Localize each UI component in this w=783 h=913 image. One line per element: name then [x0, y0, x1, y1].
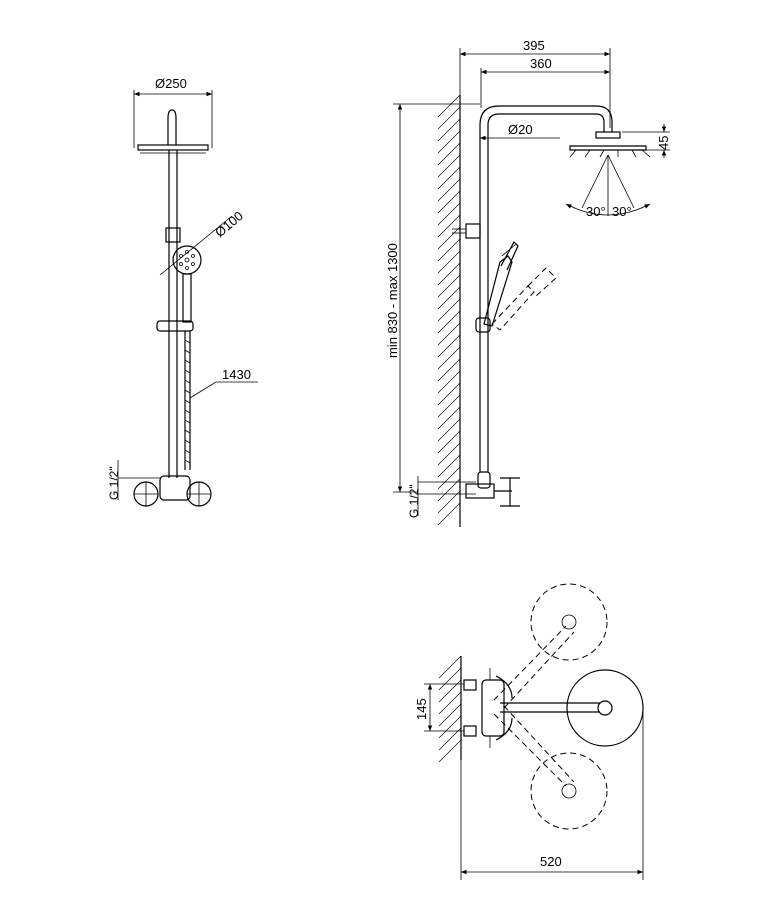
- head-thickness-label: 45: [656, 136, 671, 150]
- side-thread-label: G 1/2": [407, 484, 421, 518]
- front-view: Ø250 Ø100: [107, 76, 258, 507]
- side-mixer: [418, 471, 520, 507]
- hose-length-label: 1430: [222, 367, 251, 382]
- top-head: [566, 669, 644, 747]
- side-shower-head: [569, 131, 651, 158]
- side-width-arm-label: 360: [530, 56, 552, 71]
- top-head-position-up: [530, 583, 608, 661]
- side-riser-arm: [479, 105, 613, 472]
- head-diameter-label: Ø250: [155, 76, 187, 91]
- height-range-label: min 830 - max 1300: [385, 243, 400, 358]
- side-view: 395 360 Ø20 45: [385, 38, 671, 527]
- side-width-total-label: 395: [523, 38, 545, 53]
- angle-right-label: 30°: [612, 204, 632, 219]
- side-hand-shower: [475, 241, 557, 333]
- spacing-label: 145: [414, 698, 429, 720]
- top-head-position-down: [530, 752, 608, 830]
- front-hand-shower: [156, 245, 202, 332]
- top-mixer: [463, 668, 513, 748]
- front-hose: [184, 331, 191, 470]
- side-bracket-top: [452, 223, 481, 239]
- hand-diameter-label: Ø100: [212, 208, 246, 240]
- projection-label: 520: [540, 854, 562, 869]
- pipe-diameter-label: Ø20: [508, 122, 533, 137]
- top-view: 145 520: [414, 583, 644, 880]
- spray-cone: [565, 154, 651, 216]
- angle-left-label: 30°: [586, 204, 606, 219]
- side-wall: [437, 94, 461, 527]
- front-riser-pipe: [165, 150, 181, 478]
- front-mixer: [118, 475, 212, 507]
- front-thread-label: G 1/2": [107, 466, 121, 500]
- front-shower-head: [137, 109, 209, 154]
